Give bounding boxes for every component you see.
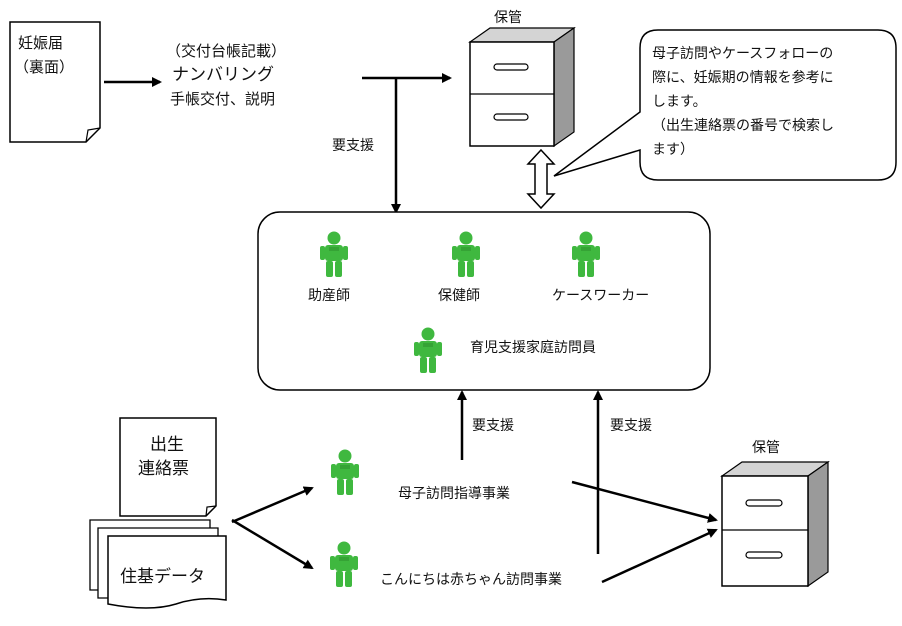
storage-top-label: 保管	[494, 10, 522, 26]
callout-shape	[553, 29, 897, 181]
pregnancy-doc-fold	[85, 127, 101, 143]
pregnancy-doc-subtitle: （裏面）	[14, 58, 74, 76]
callout-line-2: 際に、妊娠期の情報を参考に	[652, 69, 834, 86]
support-label-left: 要支援	[472, 418, 514, 434]
callout-line-5: ます）	[652, 142, 694, 158]
resident-data-label: 住基データ	[120, 566, 205, 587]
storage-cabinet-bottom: 保管	[720, 440, 830, 588]
registration-line-1: （交付台帳記載）	[166, 42, 286, 60]
arrow-docs-to-maternal	[231, 486, 314, 524]
arrow-docs-to-hello-baby	[231, 518, 314, 570]
pregnancy-notification-doc: 妊娠届 （裏面）	[9, 21, 101, 143]
arrow-hello-baby-to-storage	[601, 528, 718, 584]
storage-bottom-label: 保管	[752, 440, 780, 456]
pregnancy-doc-shape	[9, 21, 101, 143]
drawer-handle-icon	[493, 63, 529, 71]
registration-line-3: 手帳交付、説明	[170, 90, 275, 108]
double-arrow-storage-staff	[526, 148, 556, 210]
drawer-handle-icon	[493, 113, 529, 121]
staff-box: 助産師 保健師 ケースワーカー 育児支援家庭訪問員	[257, 211, 711, 391]
callout-line-1: 母子訪問やケースフォローの	[652, 46, 833, 62]
birth-notice-line-1: 出生	[150, 435, 184, 455]
storage-cabinet-top: 保管	[468, 10, 576, 148]
callout-line-3: します。	[652, 94, 707, 110]
staff-caseworker-label: ケースワーカー	[552, 288, 649, 304]
support-label-top: 要支援	[332, 138, 374, 154]
staff-home-visitor-label: 育児支援家庭訪問員	[470, 339, 596, 356]
drawer-handle-icon	[745, 499, 783, 507]
program-maternal-label: 母子訪問指導事業	[398, 486, 510, 502]
drawer-handle-icon	[745, 551, 783, 559]
registration-steps: （交付台帳記載） ナンバリング 手帳交付、説明	[166, 42, 286, 108]
birth-notice-line-2: 連絡票	[138, 459, 189, 479]
program-hello-baby-label: こんにちは赤ちゃん訪問事業	[380, 572, 562, 588]
arrow-maternal-to-storage	[571, 480, 718, 523]
maternal-visitor-person-icon	[331, 449, 359, 495]
staff-midwife-label: 助産師	[308, 288, 350, 304]
pregnancy-doc-title: 妊娠届	[18, 34, 63, 52]
callout-bubble: 母子訪問やケースフォローの 際に、妊娠期の情報を参考に します。 （出生連絡票の…	[553, 29, 897, 181]
staff-nurse-label: 保健師	[438, 288, 480, 304]
hello-baby-visitor-person-icon	[330, 541, 358, 587]
support-label-right: 要支援	[610, 418, 652, 434]
resident-data-stack: 住基データ	[89, 519, 227, 609]
registration-line-2: ナンバリング	[172, 65, 274, 85]
callout-line-4: （出生連絡票の番号で検索し	[652, 117, 834, 134]
birth-notice-doc: 出生 連絡票	[119, 417, 217, 517]
